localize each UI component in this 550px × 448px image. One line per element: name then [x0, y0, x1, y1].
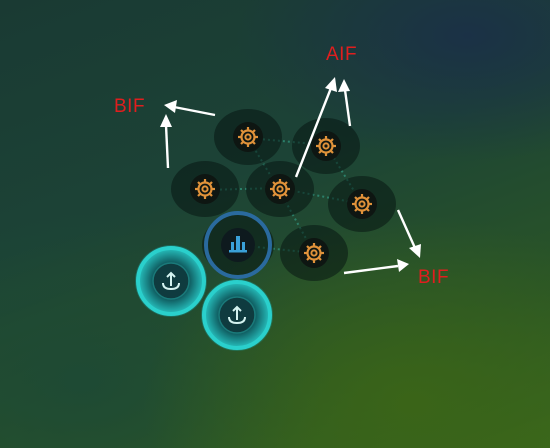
gear-icon — [314, 134, 338, 158]
arrow-to-top-right-label-long — [294, 77, 337, 178]
production-node[interactable] — [292, 118, 360, 174]
annotation-arrows — [160, 77, 421, 275]
command-node[interactable] — [202, 211, 274, 279]
gear-icon — [302, 241, 326, 265]
production-node[interactable] — [171, 161, 239, 217]
arrow-to-top-right-label-short — [338, 79, 352, 127]
extractor-node[interactable] — [135, 245, 207, 317]
tower-icon — [229, 236, 247, 253]
annotation-label-top-left: BIF — [114, 96, 146, 117]
gear-icon — [193, 177, 217, 201]
gear-icon — [236, 125, 260, 149]
arrow-to-bottom-right-label-horizontal — [343, 259, 409, 275]
production-node[interactable] — [280, 225, 348, 281]
extractor-node[interactable] — [201, 279, 273, 351]
upload-icon — [162, 271, 180, 291]
annotation-label-top-right: AIF — [326, 44, 358, 65]
gear-icon — [268, 177, 292, 201]
production-node[interactable] — [328, 176, 396, 232]
annotation-label-bottom-right: BIF — [418, 267, 450, 288]
arrow-to-bottom-right-label-diagonal — [396, 209, 421, 258]
arrow-to-top-left-label — [164, 100, 216, 117]
upload-icon — [228, 305, 246, 325]
gear-icon — [350, 192, 374, 216]
production-node[interactable] — [246, 161, 314, 217]
arrow-to-top-left-label-vertical — [160, 114, 172, 169]
production-node[interactable] — [214, 109, 282, 165]
